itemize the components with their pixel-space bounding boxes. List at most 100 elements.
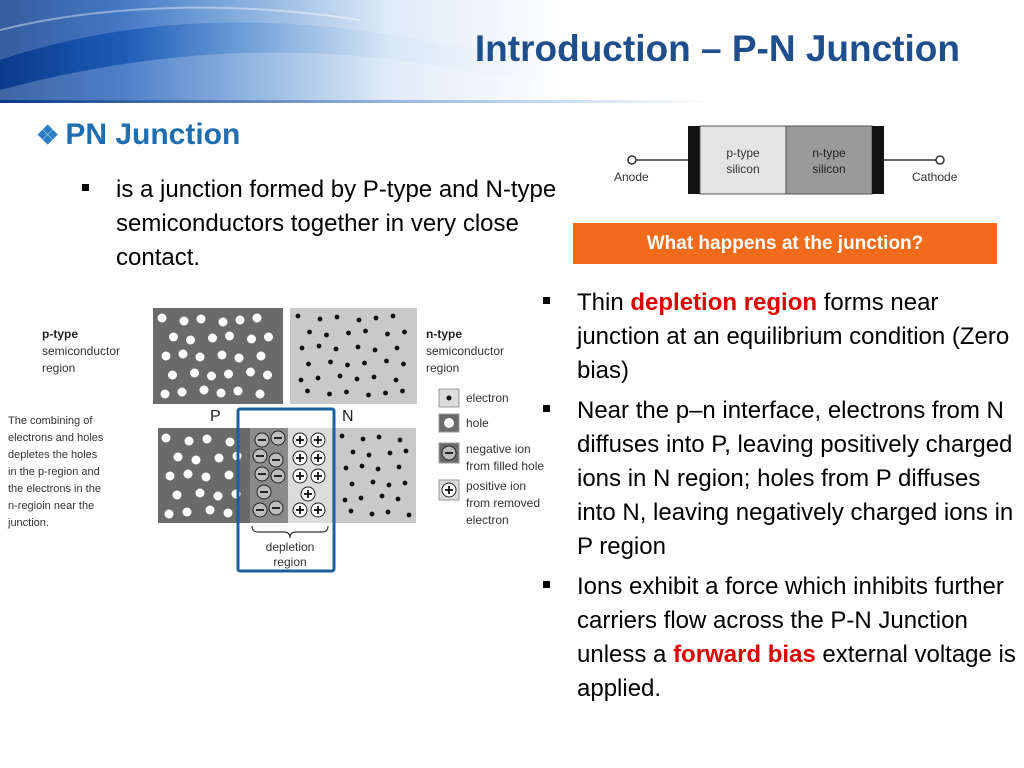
heading-text: PN Junction [65, 118, 241, 151]
hole-particle [160, 389, 170, 399]
electron-particle [345, 362, 350, 368]
electron-particle [393, 377, 399, 383]
depletion-brace [251, 525, 329, 539]
electron-particle [362, 360, 367, 366]
p-end-cap [688, 126, 700, 194]
electron-particle [385, 509, 391, 515]
point-text: Thin [577, 289, 631, 316]
electron-particle [395, 496, 401, 502]
electron-particle [315, 375, 321, 381]
combining-note-line: electrons and holes [8, 432, 104, 444]
hole-particle [218, 317, 228, 327]
hole-particle [247, 334, 256, 344]
p-region-holes [157, 313, 273, 399]
p-type-desc-1: semiconductor [42, 344, 120, 358]
diode-diagram: Anode Cathode p-type silicon n-type sili… [614, 125, 958, 195]
highlight-depletion-region: depletion region [630, 289, 818, 316]
header-divider [0, 100, 1024, 103]
pn-junction-figure: p-type semiconductor region n-type semic… [7, 308, 544, 573]
p-type-title: p-type [42, 327, 78, 341]
combining-note-line: the electrons in the [8, 483, 101, 495]
electron-particle [366, 452, 372, 458]
hole-particle [217, 350, 227, 360]
electron-particle [397, 437, 403, 443]
square-bullet-icon [543, 405, 550, 412]
hole-particle [190, 368, 199, 378]
hole-particle [161, 433, 171, 443]
electron-particle [307, 329, 312, 335]
hole-particle [169, 332, 178, 342]
electron-particle [343, 465, 349, 471]
electron-particle [344, 389, 349, 395]
electron-particle [379, 493, 385, 499]
hole-particle [252, 313, 262, 323]
hole-particle [165, 471, 175, 481]
point-diffusion: Near the p–n interface, electrons from N… [543, 394, 1018, 564]
p-type-desc-2: region [42, 361, 75, 375]
electron-particle [327, 391, 332, 397]
hole-particle [178, 349, 188, 359]
p-type-block [699, 125, 787, 195]
electron-particle [348, 508, 354, 514]
combining-note-line: n-regioin near the [8, 500, 94, 512]
hole-particle [183, 469, 193, 479]
hole-particle [199, 385, 209, 395]
p-label: P [210, 408, 221, 425]
point-text: external voltage is applied. [577, 641, 1016, 702]
cathode-label: Cathode [912, 170, 958, 184]
electron-particle [384, 358, 389, 364]
electron-particle [385, 331, 390, 337]
electron-particle [371, 374, 377, 380]
junction-question-callout: What happens at the junction? [573, 223, 997, 264]
legend-positive-label-3: electron [466, 513, 509, 527]
electron-particle [376, 434, 382, 440]
point-text: forms near junction at an equilibrium co… [577, 289, 1010, 384]
point-text: Near the p–n interface, electrons from N… [577, 397, 1014, 560]
hole-particle [255, 389, 265, 399]
depletion-label-2: region [273, 555, 306, 569]
electron-particle [334, 314, 340, 320]
combining-note-line: junction. [7, 517, 49, 529]
diamond-bullet-icon: ❖ [36, 120, 60, 150]
definition-item: is a junction formed by P-type and N-typ… [82, 173, 562, 275]
combining-note-line: depletes the holes [8, 449, 98, 461]
electron-particle [363, 328, 368, 334]
n-type-block [785, 125, 873, 195]
hole-particle [191, 455, 201, 465]
n-region-electrons-joined [339, 433, 412, 518]
electron-particle [394, 345, 400, 351]
electron-particle [328, 359, 333, 365]
point-text: Ions exhibit a force which inhibits furt… [577, 573, 1004, 668]
square-bullet-icon [543, 297, 550, 304]
electron-particle [339, 433, 345, 439]
cathode-terminal [935, 155, 945, 165]
electron-particle [402, 480, 408, 486]
hole-particle [205, 505, 215, 515]
electron-icon [446, 395, 452, 401]
n-type-desc-1: semiconductor [426, 344, 504, 358]
electron-particle [346, 330, 351, 336]
electron-particle [356, 317, 362, 323]
point-forward-bias: Ions exhibit a force which inhibits furt… [543, 570, 1018, 706]
hole-particle [164, 509, 174, 519]
electron-particle [305, 388, 310, 394]
electron-particle [333, 346, 339, 352]
combining-note: The combining of electrons and holes dep… [7, 415, 104, 529]
electron-particle [360, 436, 366, 442]
hole-particle [172, 490, 182, 500]
hole-particle [196, 314, 206, 324]
electron-particle [396, 464, 402, 470]
electron-particle [375, 466, 381, 472]
hole-particle [213, 491, 223, 501]
electron-particle [317, 316, 323, 322]
electron-particle [366, 392, 371, 398]
electron-particle [298, 377, 304, 383]
point-depletion: Thin depletion region forms near junctio… [543, 286, 1018, 388]
positive-ions [292, 432, 326, 518]
n-type-label-2: silicon [812, 162, 845, 176]
electron-particle [358, 495, 364, 501]
hole-particle [235, 315, 245, 325]
electron-particle [403, 448, 409, 454]
hole-particle [186, 335, 195, 345]
electron-particle [355, 344, 361, 350]
